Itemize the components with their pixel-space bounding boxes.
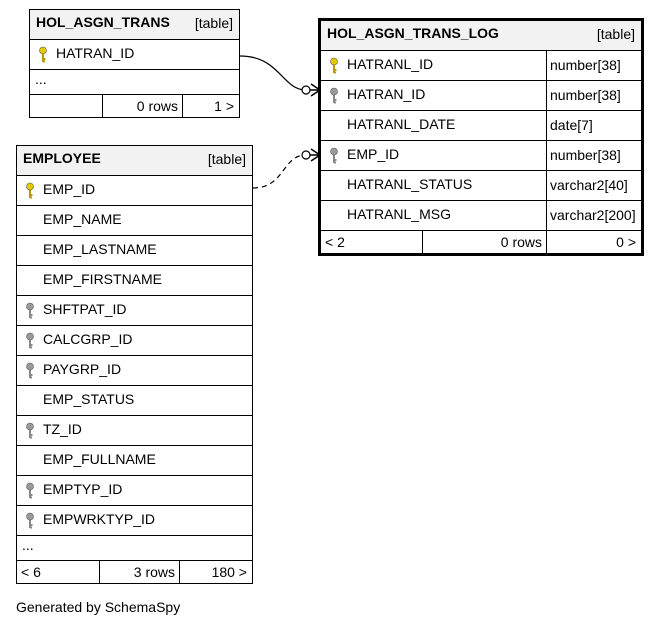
- relationship-hatran-optional-marker: [301, 85, 311, 95]
- table-name: HOL_ASGN_TRANS: [36, 14, 170, 30]
- column-row[interactable]: HATRANL_ID number[38]: [321, 51, 641, 81]
- footer-row-count: 0 rows: [422, 231, 547, 253]
- table-kind: [table]: [596, 26, 635, 42]
- column-list: HATRAN_ID: [30, 40, 239, 70]
- column-row[interactable]: EMPWRKTYP_ID: [17, 506, 252, 536]
- column-row[interactable]: PAYGRP_ID: [17, 356, 252, 386]
- column-row[interactable]: TZ_ID: [17, 416, 252, 446]
- more-columns: ...: [30, 70, 239, 95]
- table-kind: [table]: [194, 15, 233, 31]
- foreign-key-icon: [329, 87, 339, 105]
- column-row[interactable]: EMP_NAME: [17, 206, 252, 236]
- column-row[interactable]: SHFTPAT_ID: [17, 296, 252, 326]
- column-name: EMP_STATUS: [43, 391, 135, 407]
- column-name: EMP_FULLNAME: [43, 451, 156, 467]
- footer-children: 180 >: [179, 561, 252, 583]
- column-name: TZ_ID: [43, 421, 82, 437]
- column-row[interactable]: CALCGRP_ID: [17, 326, 252, 356]
- table-employee[interactable]: EMPLOYEE [table] EMP_ID EMP_NAME EMP_LASTN…: [16, 145, 253, 584]
- table-name: EMPLOYEE: [23, 150, 101, 166]
- footer-row-count: 0 rows: [102, 95, 183, 117]
- column-name: HATRANL_STATUS: [347, 176, 473, 192]
- table-footer: < 2 0 rows 0 >: [321, 231, 641, 253]
- foreign-key-icon: [25, 332, 35, 350]
- column-row[interactable]: HATRANL_MSG varchar2[200]: [321, 201, 641, 231]
- primary-key-icon: [329, 57, 339, 75]
- table-footer: 0 rows 1 >: [30, 95, 239, 117]
- column-name: SHFTPAT_ID: [43, 301, 127, 317]
- column-name: CALCGRP_ID: [43, 331, 133, 347]
- column-row[interactable]: HATRANL_DATE date[7]: [321, 111, 641, 141]
- generated-by-caption: Generated by SchemaSpy: [16, 599, 181, 615]
- table-footer: < 6 3 rows 180 >: [17, 561, 252, 583]
- column-name: EMP_ID: [43, 181, 96, 197]
- column-name: EMP_FIRSTNAME: [43, 271, 163, 287]
- column-row[interactable]: EMP_STATUS: [17, 386, 252, 416]
- more-columns: ...: [17, 536, 252, 561]
- column-list: EMP_ID EMP_NAME EMP_LASTNAME EMP_FIRSTNAME S…: [17, 176, 252, 536]
- footer-row-count: 3 rows: [99, 561, 180, 583]
- foreign-key-icon: [25, 482, 35, 500]
- table-kind: [table]: [207, 151, 246, 167]
- column-row[interactable]: EMP_FIRSTNAME: [17, 266, 252, 296]
- foreign-key-icon: [25, 302, 35, 320]
- primary-key-icon: [25, 182, 35, 200]
- relationship-hatran-line: [239, 55, 307, 91]
- column-type: number[38]: [546, 81, 641, 110]
- column-name: HATRAN_ID: [347, 86, 426, 102]
- table-hol-asgn-trans[interactable]: HOL_ASGN_TRANS [table] HATRAN_ID ... 0 r…: [29, 9, 240, 118]
- footer-parents: < 2: [325, 234, 345, 250]
- footer-children: 1 >: [182, 95, 239, 117]
- table-header: HOL_ASGN_TRANS [table]: [30, 10, 239, 40]
- relationship-emp-optional-marker: [301, 150, 311, 160]
- column-type: varchar2[40]: [546, 171, 641, 200]
- column-row[interactable]: HATRAN_ID: [30, 40, 239, 70]
- column-type: varchar2[200]: [546, 201, 641, 230]
- column-name: HATRAN_ID: [56, 45, 135, 61]
- column-name: HATRANL_MSG: [347, 206, 451, 222]
- column-row[interactable]: HATRANL_STATUS varchar2[40]: [321, 171, 641, 201]
- table-header: EMPLOYEE [table]: [17, 146, 252, 176]
- column-type: number[38]: [546, 141, 641, 170]
- primary-key-icon: [38, 46, 48, 64]
- column-row[interactable]: EMPTYP_ID: [17, 476, 252, 506]
- column-name: EMPWRKTYP_ID: [43, 511, 156, 527]
- footer-parents: < 6: [21, 564, 41, 580]
- column-row[interactable]: EMP_FULLNAME: [17, 446, 252, 476]
- foreign-key-icon: [25, 422, 35, 440]
- column-name: EMPTYP_ID: [43, 481, 123, 497]
- column-name: EMP_NAME: [43, 211, 122, 227]
- relationship-emp-line: [252, 154, 307, 189]
- column-row[interactable]: EMP_LASTNAME: [17, 236, 252, 266]
- column-name: EMP_ID: [347, 146, 400, 162]
- footer-children: 0 >: [546, 231, 641, 253]
- foreign-key-icon: [25, 512, 35, 530]
- table-header: HOL_ASGN_TRANS_LOG [table]: [321, 21, 641, 51]
- column-row[interactable]: EMP_ID: [17, 176, 252, 206]
- foreign-key-icon: [25, 362, 35, 380]
- column-name: HATRANL_DATE: [347, 116, 456, 132]
- column-name: EMP_LASTNAME: [43, 241, 157, 257]
- column-row[interactable]: EMP_ID number[38]: [321, 141, 641, 171]
- column-type: number[38]: [546, 51, 641, 80]
- column-row[interactable]: HATRAN_ID number[38]: [321, 81, 641, 111]
- column-type: date[7]: [546, 111, 641, 140]
- foreign-key-icon: [329, 147, 339, 165]
- column-name: PAYGRP_ID: [43, 361, 122, 377]
- column-name: HATRANL_ID: [347, 56, 434, 72]
- footer-parents: [30, 95, 103, 117]
- table-name: HOL_ASGN_TRANS_LOG: [327, 25, 499, 41]
